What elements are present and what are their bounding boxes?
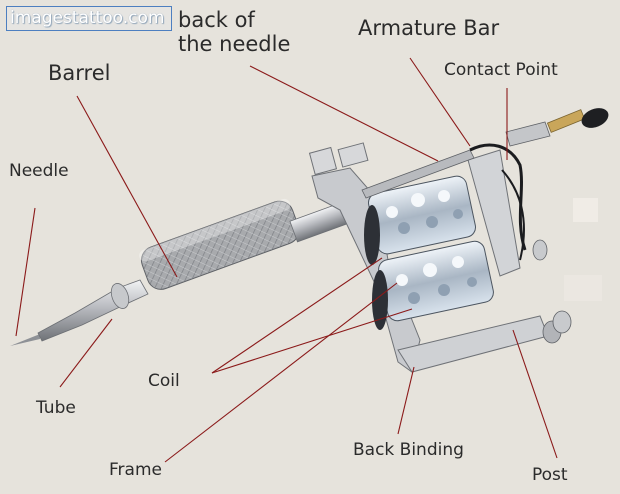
- post-screw: [552, 310, 572, 334]
- coil-end: [372, 270, 388, 330]
- coil-end: [364, 205, 380, 265]
- tube: [37, 279, 149, 342]
- leader-needle: [15, 207, 36, 337]
- frame: [308, 142, 549, 373]
- contact-screw-mount: [505, 121, 551, 147]
- label-coil: Coil: [148, 371, 180, 391]
- leader-post: [512, 329, 558, 459]
- leader-frame: [164, 282, 398, 463]
- label-tube: Tube: [36, 398, 76, 418]
- coil-upper: [368, 175, 476, 255]
- background-patch: [564, 275, 602, 301]
- leader-back-of-needle: [249, 65, 439, 162]
- label-back-of-needle-line1: back of: [178, 8, 255, 32]
- label-back-binding: Back Binding: [353, 440, 464, 460]
- tube-collar: [110, 283, 130, 309]
- leader-coil-lower: [211, 308, 413, 374]
- armature-bar: [361, 149, 475, 199]
- contact-screw: [546, 109, 586, 133]
- coil-lower: [378, 240, 494, 322]
- label-back-of-needle-line2: the needle: [178, 32, 291, 57]
- label-post: Post: [532, 465, 568, 485]
- leader-back-binding: [397, 366, 415, 435]
- leader-coil-upper: [211, 257, 383, 374]
- leader-armature-bar: [409, 57, 471, 147]
- label-armature-bar: Armature Bar: [358, 16, 500, 40]
- label-back-of-needle: back of the needle: [178, 8, 290, 56]
- contact-screw-cap: [581, 108, 609, 128]
- barrel-grip: [139, 198, 300, 290]
- label-frame: Frame: [109, 460, 162, 480]
- binding-post: [532, 239, 548, 261]
- leader-barrel: [76, 95, 178, 278]
- background-patch: [573, 198, 598, 222]
- leader-tube: [59, 318, 113, 388]
- wire: [501, 169, 525, 261]
- watermark: imagestattoo.com: [6, 6, 172, 31]
- label-barrel: Barrel: [48, 61, 111, 85]
- label-needle: Needle: [9, 161, 69, 181]
- watermark-text: imagestattoo.com: [10, 8, 165, 28]
- wire: [469, 143, 527, 251]
- label-contact-point: Contact Point: [444, 60, 558, 80]
- leader-lines: [15, 57, 558, 463]
- needle-tip: [10, 334, 40, 346]
